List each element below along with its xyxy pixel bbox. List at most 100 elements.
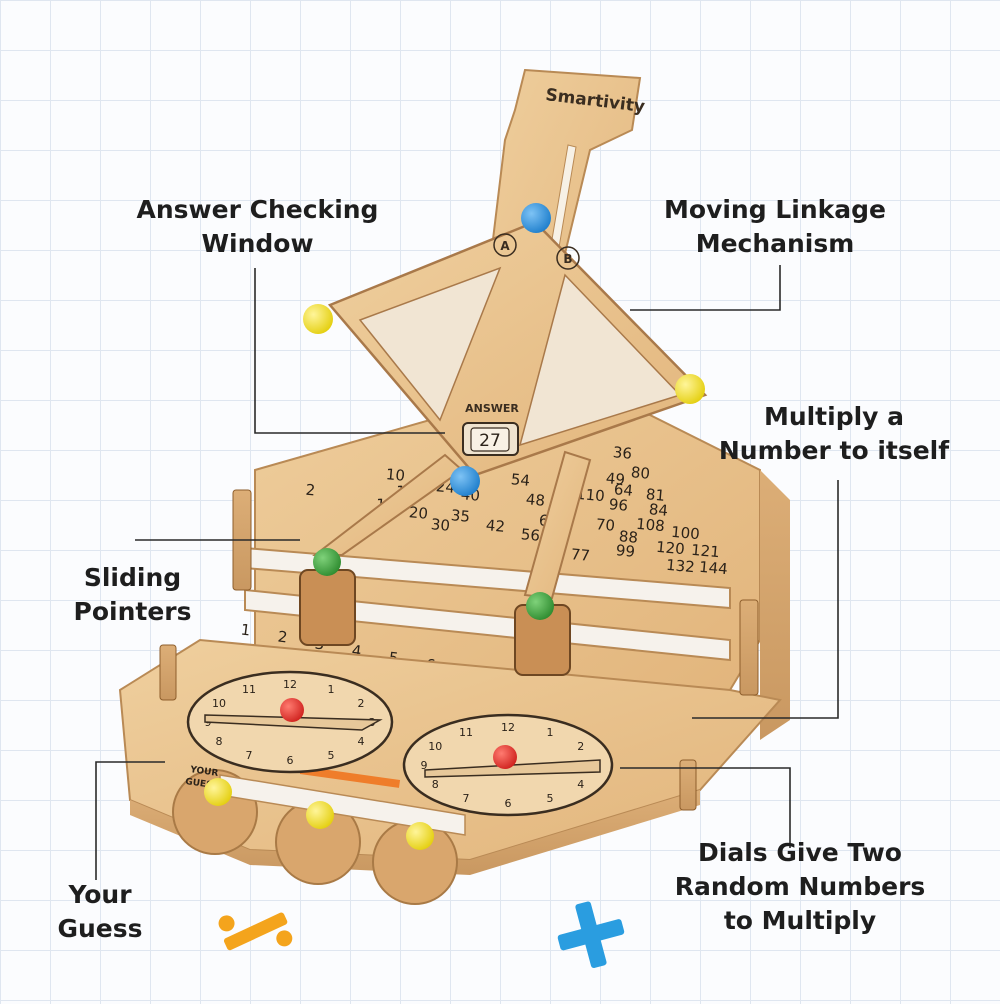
bracket-front-right [679,759,697,811]
dial-right-number-12: 12 [501,721,515,734]
multiply-icon [557,901,625,969]
callout-your-guess: Your Guess [45,878,155,946]
callout-dials-line2: Random Numbers [674,872,926,901]
answer-value: 27 [479,431,501,451]
callout-leader-lines [95,265,839,880]
dial-left-pointer[interactable] [204,714,383,731]
your-guess-label-line1: YOUR [189,765,219,779]
board-number-88: 88 [618,527,639,547]
callout-guess-line2: Guess [57,914,143,943]
pointer-peg-left-green[interactable] [313,548,341,576]
dial-left-number-11: 11 [242,683,256,696]
answer-label: ANSWER [465,402,519,415]
board-number-81: 81 [645,485,666,505]
dial-left[interactable]: 121234567891011 [186,670,394,774]
dial-left-number-5: 5 [328,749,335,762]
board-number-110: 110 [575,485,605,505]
linkage-peg-top-blue[interactable] [521,203,551,233]
dial-right-number-4: 4 [577,778,584,791]
linkage-cutout-right [518,273,682,447]
dial-right-number-2: 2 [577,740,584,753]
guess-peg-2[interactable] [306,801,334,829]
callout-dials-line1: Dials Give Two [698,838,902,867]
callout-linkage-line2: Mechanism [695,229,855,258]
board-number-20: 20 [408,503,429,523]
linkage-peg-right-yellow[interactable] [675,374,705,404]
scale-number-4: 4 [351,642,363,661]
base-board-edge [130,790,700,875]
guess-peg-1[interactable] [204,778,232,806]
board-number-10: 10 [385,465,406,485]
callout-linkage-line1: Moving Linkage [664,195,886,224]
linkage-cutout-left [358,266,502,422]
board-number-120: 120 [655,538,685,558]
dial-right-number-11: 11 [459,726,473,739]
board-number-96: 96 [608,495,629,515]
dial-left-red-knob[interactable] [280,698,304,722]
dial-left-number-2: 2 [358,697,365,710]
linkage-label-a: A [500,239,510,253]
dial-right-pointer[interactable] [424,759,601,778]
dial-left-number-10: 10 [212,697,226,710]
callout-moving-linkage: Moving Linkage Mechanism [660,193,890,261]
board-number-64: 64 [613,480,634,500]
board-number-80: 80 [630,463,651,483]
dial-right-number-5: 5 [547,792,554,805]
callout-dials-line3: to Multiply [723,906,877,935]
scale-number-1: 1 [240,621,252,640]
dial-right-red-knob[interactable] [493,745,517,769]
dial-right-number-8: 8 [432,778,439,791]
board-number-121: 121 [690,541,720,561]
board-number-100: 100 [670,523,700,543]
dial-left-number-4: 4 [358,735,365,748]
callout-square-line1: Multiply a [763,402,905,431]
linkage-peg-left-yellow[interactable] [303,304,333,334]
dial-left-number-6: 6 [287,754,294,767]
linkage-marker-b [556,246,580,270]
callout-pointers-line2: Pointers [73,597,192,626]
board-number-99: 99 [615,541,636,561]
dial-left-number-1: 1 [328,683,335,696]
dial-left-number-8: 8 [216,735,223,748]
board-number-144: 144 [698,558,728,578]
board-number-36: 36 [612,443,633,463]
back-board-side [760,470,790,740]
divide-icon [218,912,293,951]
board-number-70: 70 [595,515,616,535]
callout-answer-line2: Window [201,229,314,258]
dial-right-number-10: 10 [428,740,442,753]
dial-right[interactable]: 121234567891011 [402,713,614,817]
linkage-marker-a [493,233,517,257]
callout-square-line2: Number to itself [718,436,950,465]
board-number-77: 77 [570,545,591,565]
linkage-label-b: B [563,252,572,266]
dial-right-number-7: 7 [463,792,470,805]
board-number-49: 49 [605,469,626,489]
board-number-30: 30 [430,515,451,535]
guess-peg-3[interactable] [406,822,434,850]
board-number-35: 35 [450,506,471,526]
dial-right-number-9: 9 [421,759,428,772]
callout-sliding-pointers: Sliding Pointers [65,561,200,629]
dial-right-number-1: 1 [547,726,554,739]
callout-dials: Dials Give Two Random Numbers to Multipl… [670,836,930,938]
board-number-132: 132 [665,556,695,576]
board-number-54: 54 [510,470,531,490]
sliding-pointer-left[interactable] [299,569,356,646]
board-number-2: 2 [305,481,316,500]
dial-right-number-6: 6 [505,797,512,810]
board-number-56: 56 [520,525,541,545]
dial-left-number-7: 7 [246,749,253,762]
callout-guess-line1: Your [68,880,132,909]
bracket-right [739,599,759,696]
linkage-peg-bottom-blue[interactable] [450,466,480,496]
callout-answer-line1: Answer Checking [136,195,379,224]
bracket-front-left [159,644,177,701]
board-number-108: 108 [635,515,665,535]
callout-multiply-itself: Multiply a Number to itself [718,400,950,468]
pointer-peg-right-green[interactable] [526,592,554,620]
orange-strip [299,766,401,788]
callout-pointers-line1: Sliding [83,563,182,592]
